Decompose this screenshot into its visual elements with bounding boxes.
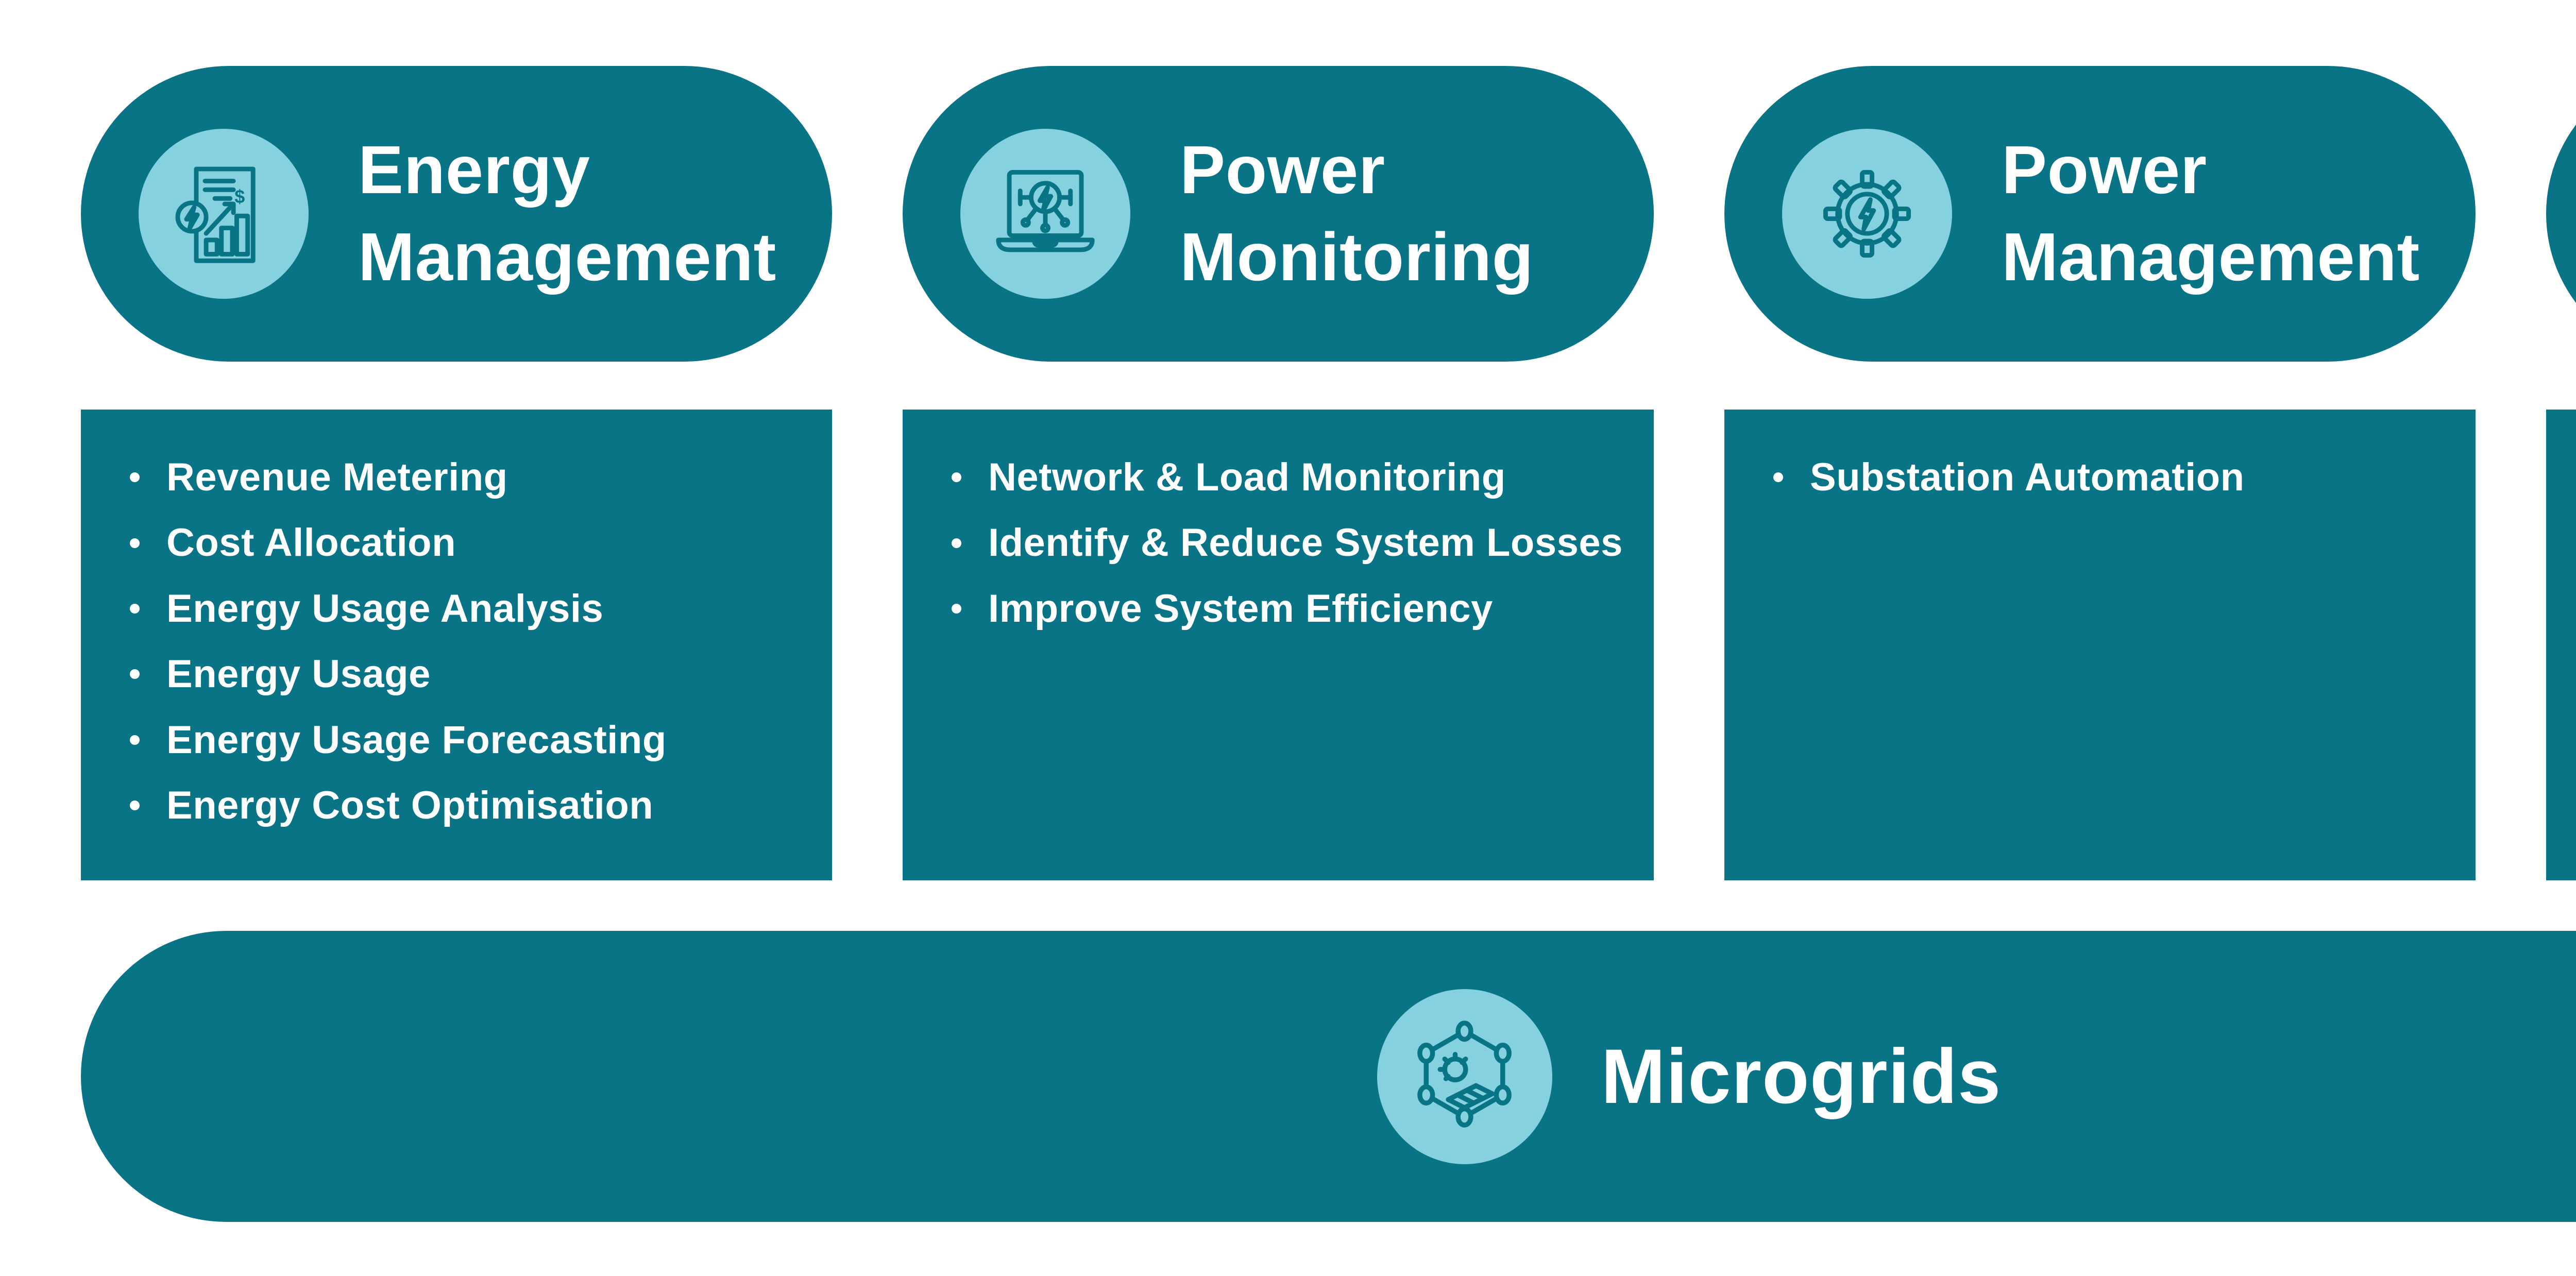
power-monitoring-icon [996, 169, 1095, 252]
list-item-label: Energy Usage Analysis [166, 586, 604, 631]
list-item: Energy Usage Analysis [130, 586, 811, 631]
list-item-label: Network & Load Monitoring [988, 455, 1506, 499]
capability-box-power-management: Substation Automation [1724, 410, 2476, 880]
list-item: Cost Allocation [130, 520, 811, 565]
list-item-label: Cost Allocation [166, 521, 456, 565]
list-item-label: Identify & Reduce System Losses [988, 521, 1623, 565]
pill-title: Power Management [2002, 132, 2420, 295]
list-item: Identify & Reduce System Losses [952, 520, 1633, 565]
column-power-quality: Power Quality PQ Monitoring PQ Complianc… [2546, 66, 2576, 880]
list-item-label: Energy Usage Forecasting [166, 718, 667, 762]
bullet-icon [952, 472, 961, 483]
pill-header-power-quality: Power Quality [2546, 66, 2576, 362]
icon-circle: $ [139, 129, 309, 299]
energy-management-icon: $ [175, 166, 256, 263]
list-item-label: Revenue Metering [166, 455, 508, 499]
list-item-label: Energy Usage [166, 652, 431, 696]
bullet-icon [130, 669, 140, 679]
pill-title: Power Monitoring [1180, 132, 1534, 295]
capability-box-energy-management: Revenue Metering Cost Allocation Energy … [81, 410, 832, 880]
bullet-icon [952, 603, 961, 614]
pill-header-power-management: Power Management [1724, 66, 2476, 362]
list-item: Energy Usage [130, 652, 811, 696]
column-power-management: Power Management Substation Automation [1724, 66, 2476, 880]
list-item-label: Energy Cost Optimisation [166, 783, 654, 827]
capability-box-power-monitoring: Network & Load Monitoring Identify & Red… [903, 410, 1654, 880]
list-item: Substation Automation [1773, 455, 2455, 500]
dollar-glyph: $ [234, 186, 245, 207]
icon-circle [1377, 989, 1552, 1164]
pill-header-energy-management: $ Energy Management [81, 66, 832, 362]
list-item-label: Improve System Efficiency [988, 586, 1493, 631]
capability-columns: $ Energy Management Revenue Metering C [81, 66, 2576, 880]
list-item: Improve System Efficiency [952, 586, 1633, 631]
power-management-icon [1823, 169, 1911, 258]
column-power-monitoring: Power Monitoring Network & Load Monitori… [903, 66, 1654, 880]
icon-circle [960, 129, 1130, 299]
microgrids-bar: Microgrids [81, 931, 2576, 1222]
column-energy-management: $ Energy Management Revenue Metering C [81, 66, 832, 880]
bullet-icon [130, 538, 140, 548]
list-item: Energy Usage Forecasting [130, 718, 811, 762]
list-item: Revenue Metering [130, 455, 811, 500]
bullet-icon [952, 538, 961, 548]
list-item-label: Substation Automation [1810, 455, 2245, 499]
bullet-icon [130, 735, 140, 745]
bullet-icon [130, 801, 140, 811]
microgrids-icon [1417, 1020, 1512, 1128]
capability-list: Network & Load Monitoring Identify & Red… [952, 455, 1633, 631]
pill-title: Energy Management [358, 132, 776, 295]
capability-box-power-quality: PQ Monitoring PQ Compliance Reporting PQ… [2546, 410, 2576, 880]
capability-list: Revenue Metering Cost Allocation Energy … [130, 455, 811, 828]
pill-header-power-monitoring: Power Monitoring [903, 66, 1654, 362]
list-item: Energy Cost Optimisation [130, 783, 811, 828]
bullet-icon [1773, 472, 1783, 483]
capability-list: Substation Automation [1773, 455, 2455, 500]
list-item: Network & Load Monitoring [952, 455, 1633, 500]
microgrids-label: Microgrids [1601, 1033, 2002, 1119]
bullet-icon [130, 472, 140, 483]
bullet-icon [130, 603, 140, 614]
icon-circle [1782, 129, 1952, 299]
